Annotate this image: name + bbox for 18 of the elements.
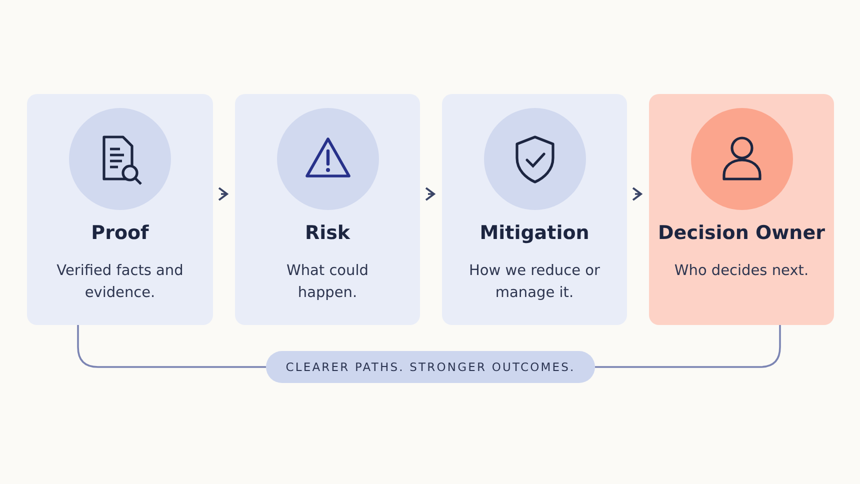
arrow [425, 187, 435, 201]
step-description: Verified facts and evidence. [56, 262, 184, 303]
step-title: Risk [304, 222, 352, 244]
step-card [649, 94, 834, 325]
step-card [442, 94, 627, 325]
step-description: How we reduce or manage it. [468, 262, 601, 303]
step-card [27, 94, 213, 325]
connector-line [77, 325, 266, 368]
connector-line [595, 325, 781, 368]
step-description: What could happen. [286, 262, 370, 303]
arrow [218, 187, 228, 201]
step-title: Proof [90, 222, 150, 244]
step-title: Decision Owner [657, 222, 826, 244]
step-title: Mitigation [478, 222, 590, 244]
summary-pill: CLEARER PATHS. STRONGER OUTCOMES. [266, 351, 595, 383]
arrow [632, 187, 642, 201]
step-card [235, 94, 420, 325]
step-description: Who decides next. [673, 262, 810, 281]
